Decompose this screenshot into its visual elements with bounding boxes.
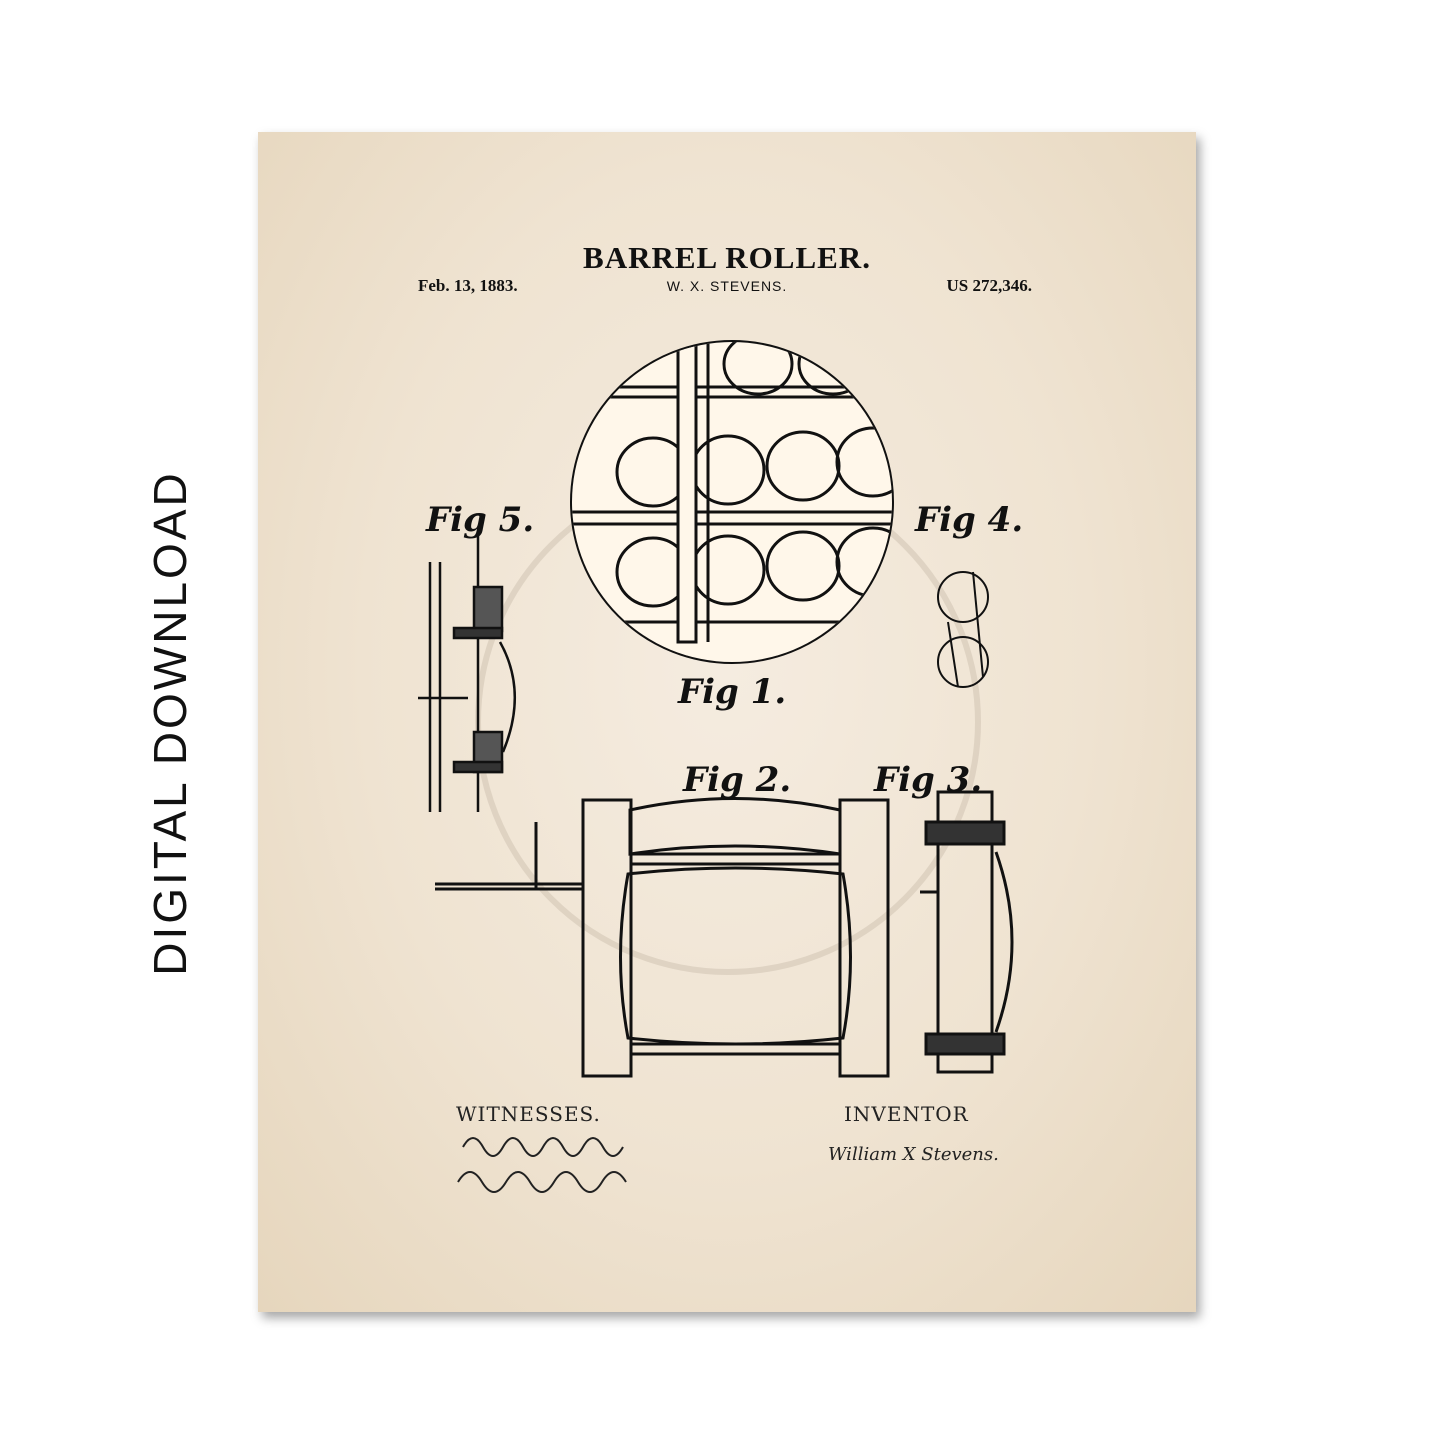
fig4-drawing	[937, 571, 989, 688]
fig3-label: Fig 3.	[874, 760, 983, 800]
fig4-label: Fig 4.	[915, 500, 1024, 540]
patent-sheet: BARREL ROLLER. Feb. 13, 1883. W. X. STEV…	[258, 132, 1196, 1312]
patent-drawing	[418, 340, 1014, 1193]
witness-signatures	[457, 1137, 627, 1193]
fig3-drawing	[920, 790, 1014, 1074]
fig5-label: Fig 5.	[426, 500, 535, 540]
patent-number: US 272,346.	[946, 276, 1032, 295]
fig2-drawing	[435, 797, 890, 1078]
witnesses-label: WITNESSES.	[456, 1102, 601, 1126]
fig2-label: Fig 2.	[683, 760, 792, 800]
inventor-signature: William X Stevens.	[828, 1144, 999, 1165]
fig1-label: Fig 1.	[678, 672, 787, 712]
fig1-drawing	[570, 340, 894, 664]
fig5-drawing	[418, 532, 517, 812]
patent-title: BARREL ROLLER.	[583, 240, 871, 275]
patent-inventor: W. X. STEVENS.	[666, 278, 788, 294]
patent-date: Feb. 13, 1883.	[418, 276, 518, 295]
inventor-label: INVENTOR	[844, 1102, 969, 1126]
digital-download-text: DIGITAL DOWNLOAD	[144, 470, 196, 976]
